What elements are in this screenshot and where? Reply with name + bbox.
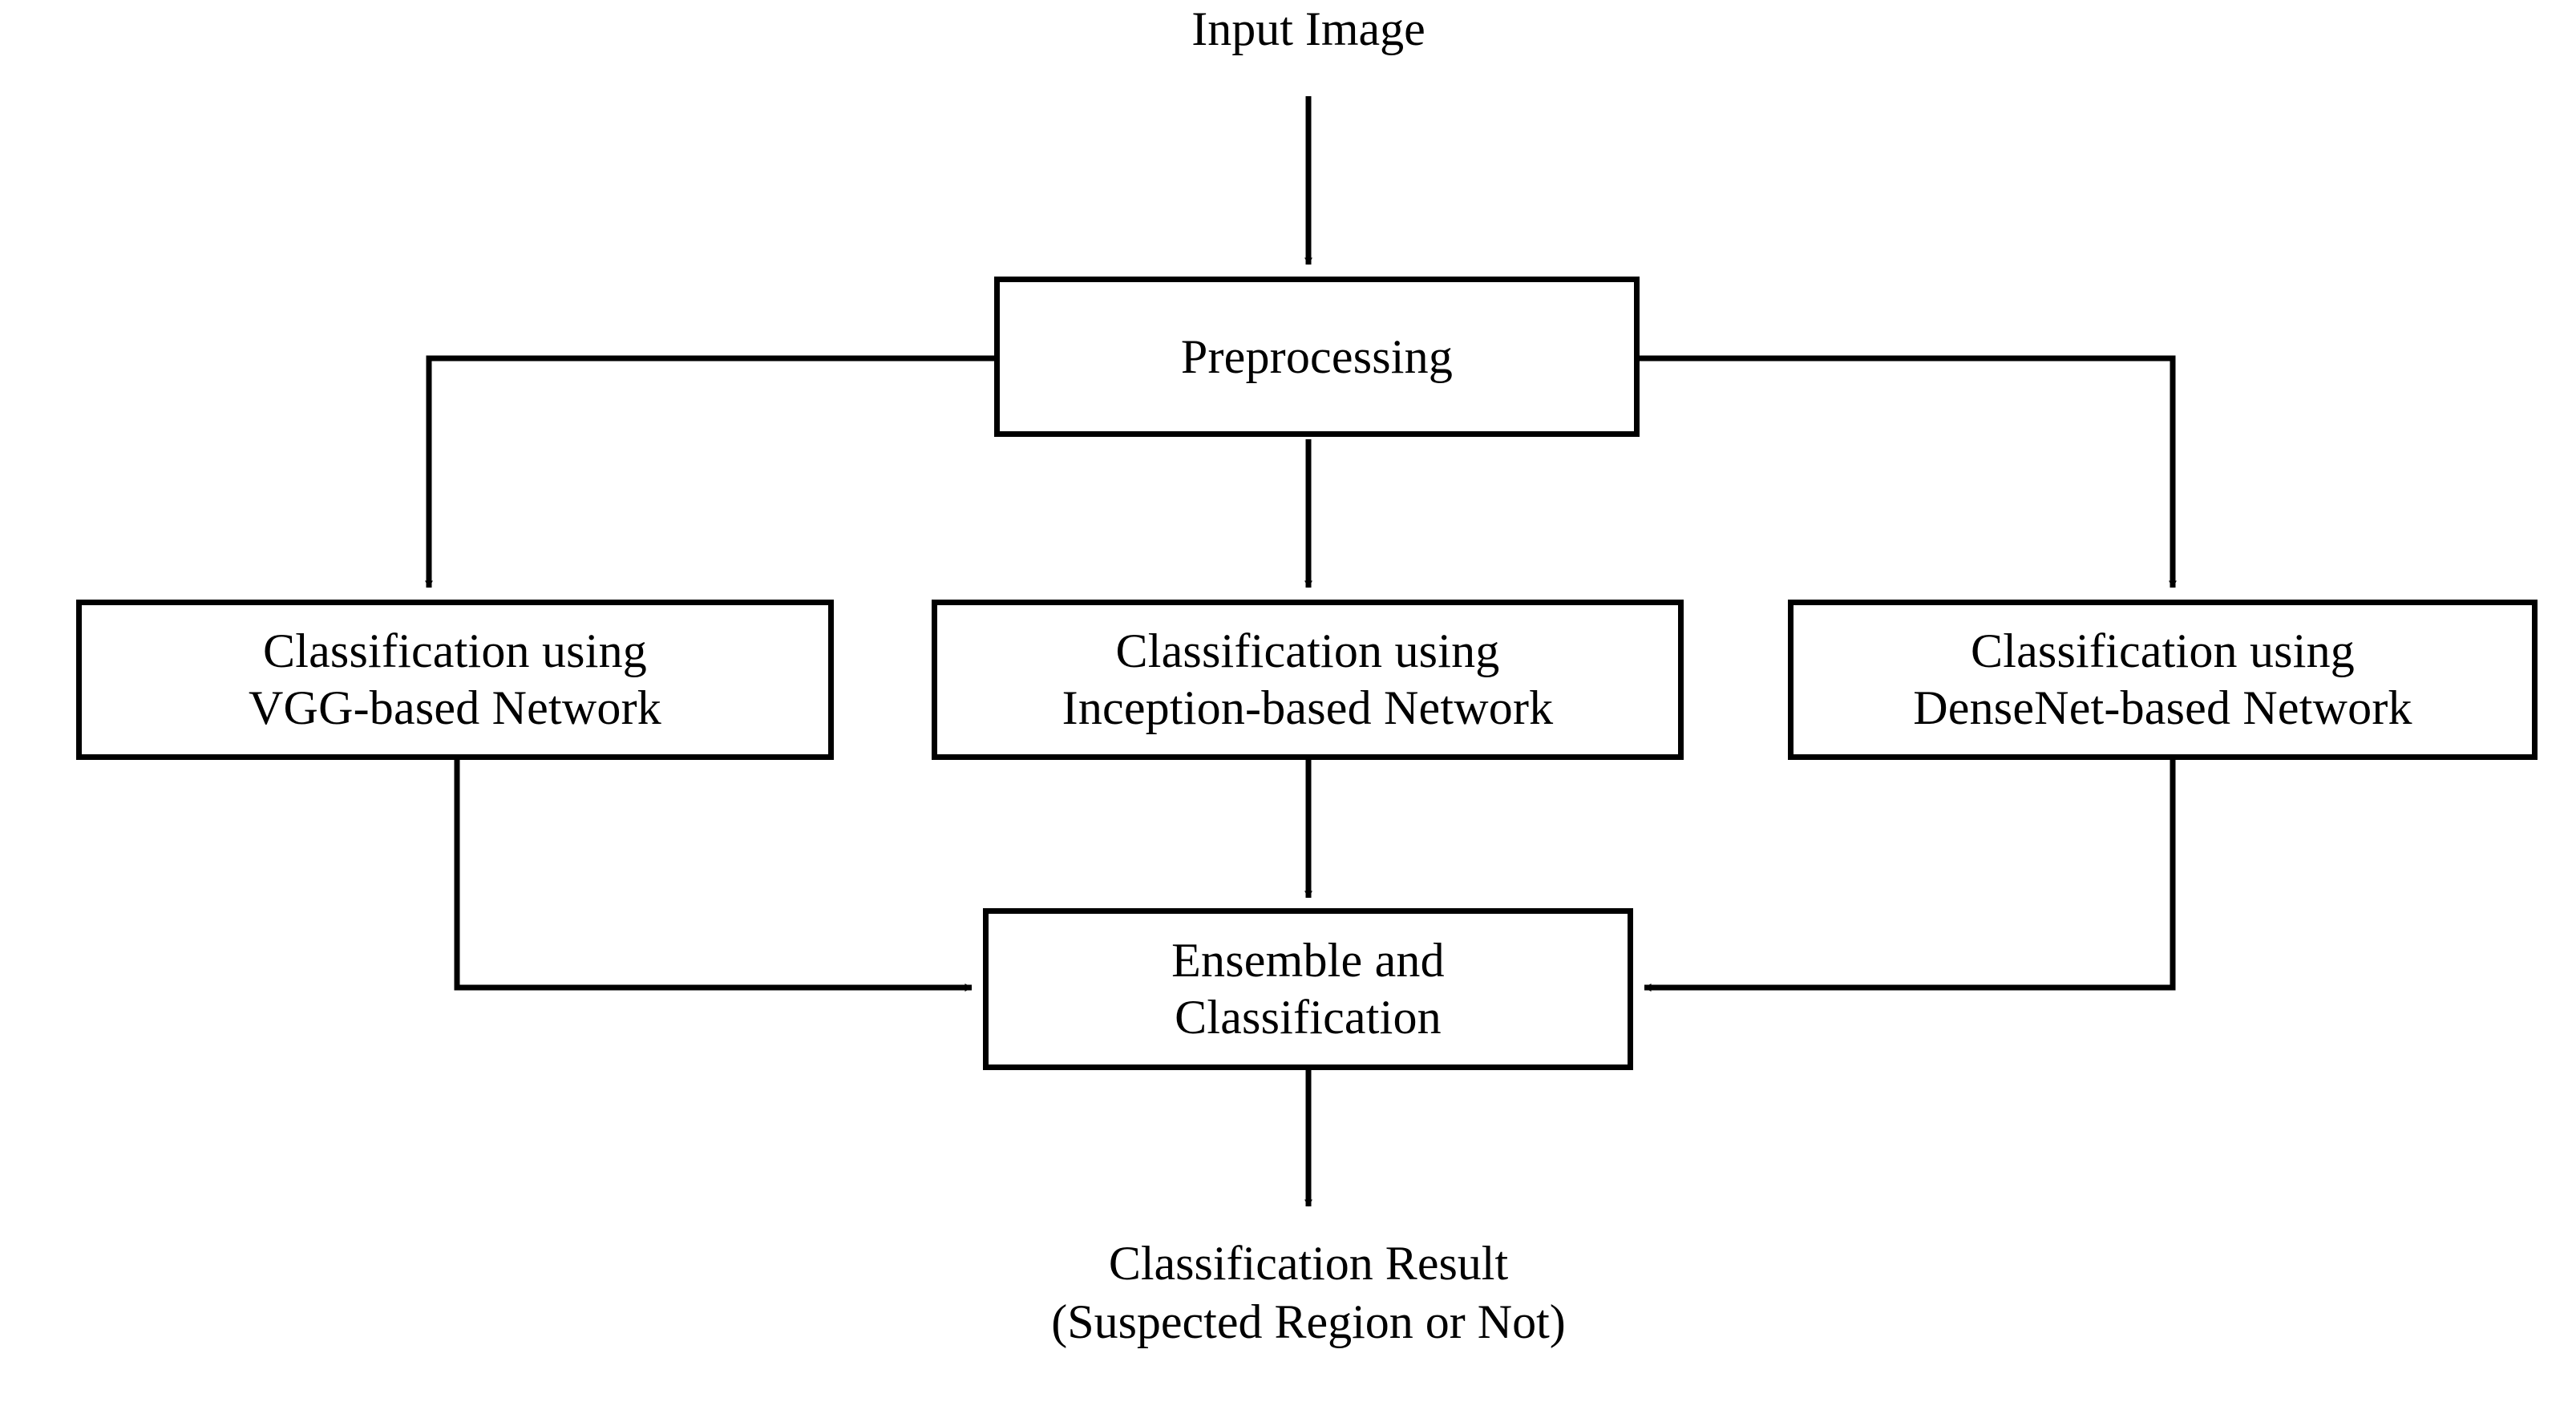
result-label-line2: (Suspected Region or Not): [1051, 1295, 1566, 1349]
densenet-label-line1: Classification using: [1971, 624, 2355, 678]
preprocessing-label: Preprocessing: [1180, 329, 1454, 383]
ensemble-label-line2: Classification: [1175, 991, 1442, 1044]
edge-vgg-to-ensemble: [454, 760, 973, 992]
inception-label-line1: Classification using: [1115, 624, 1500, 678]
result-label-line1: Classification Result: [1108, 1237, 1509, 1290]
densenet-label-line2: DenseNet-based Network: [1913, 681, 2412, 734]
inception-classification-box[interactable]: Classification using Inception-based Net…: [932, 600, 1684, 760]
densenet-classification-box[interactable]: Classification using DenseNet-based Netw…: [1788, 600, 2538, 760]
edge-preprocessing-to-vgg: [425, 355, 994, 588]
inception-label-line2: Inception-based Network: [1062, 681, 1554, 734]
vgg-classification-box[interactable]: Classification using VGG-based Network: [76, 600, 834, 760]
edge-densenet-to-ensemble: [1644, 760, 2176, 992]
vgg-label-line1: Classification using: [263, 624, 647, 678]
vgg-label-line2: VGG-based Network: [249, 681, 661, 734]
input-image-text: Input Image: [1191, 2, 1425, 55]
edge-preprocessing-to-densenet: [1637, 355, 2177, 588]
ensemble-label-line1: Ensemble and: [1171, 934, 1445, 988]
classification-result-label: Classification Result (Suspected Region …: [827, 1234, 1789, 1351]
preprocessing-box[interactable]: Preprocessing: [994, 277, 1640, 437]
ensemble-classification-box[interactable]: Ensemble and Classification: [983, 908, 1633, 1070]
input-image-label: Input Image: [1068, 0, 1549, 59]
